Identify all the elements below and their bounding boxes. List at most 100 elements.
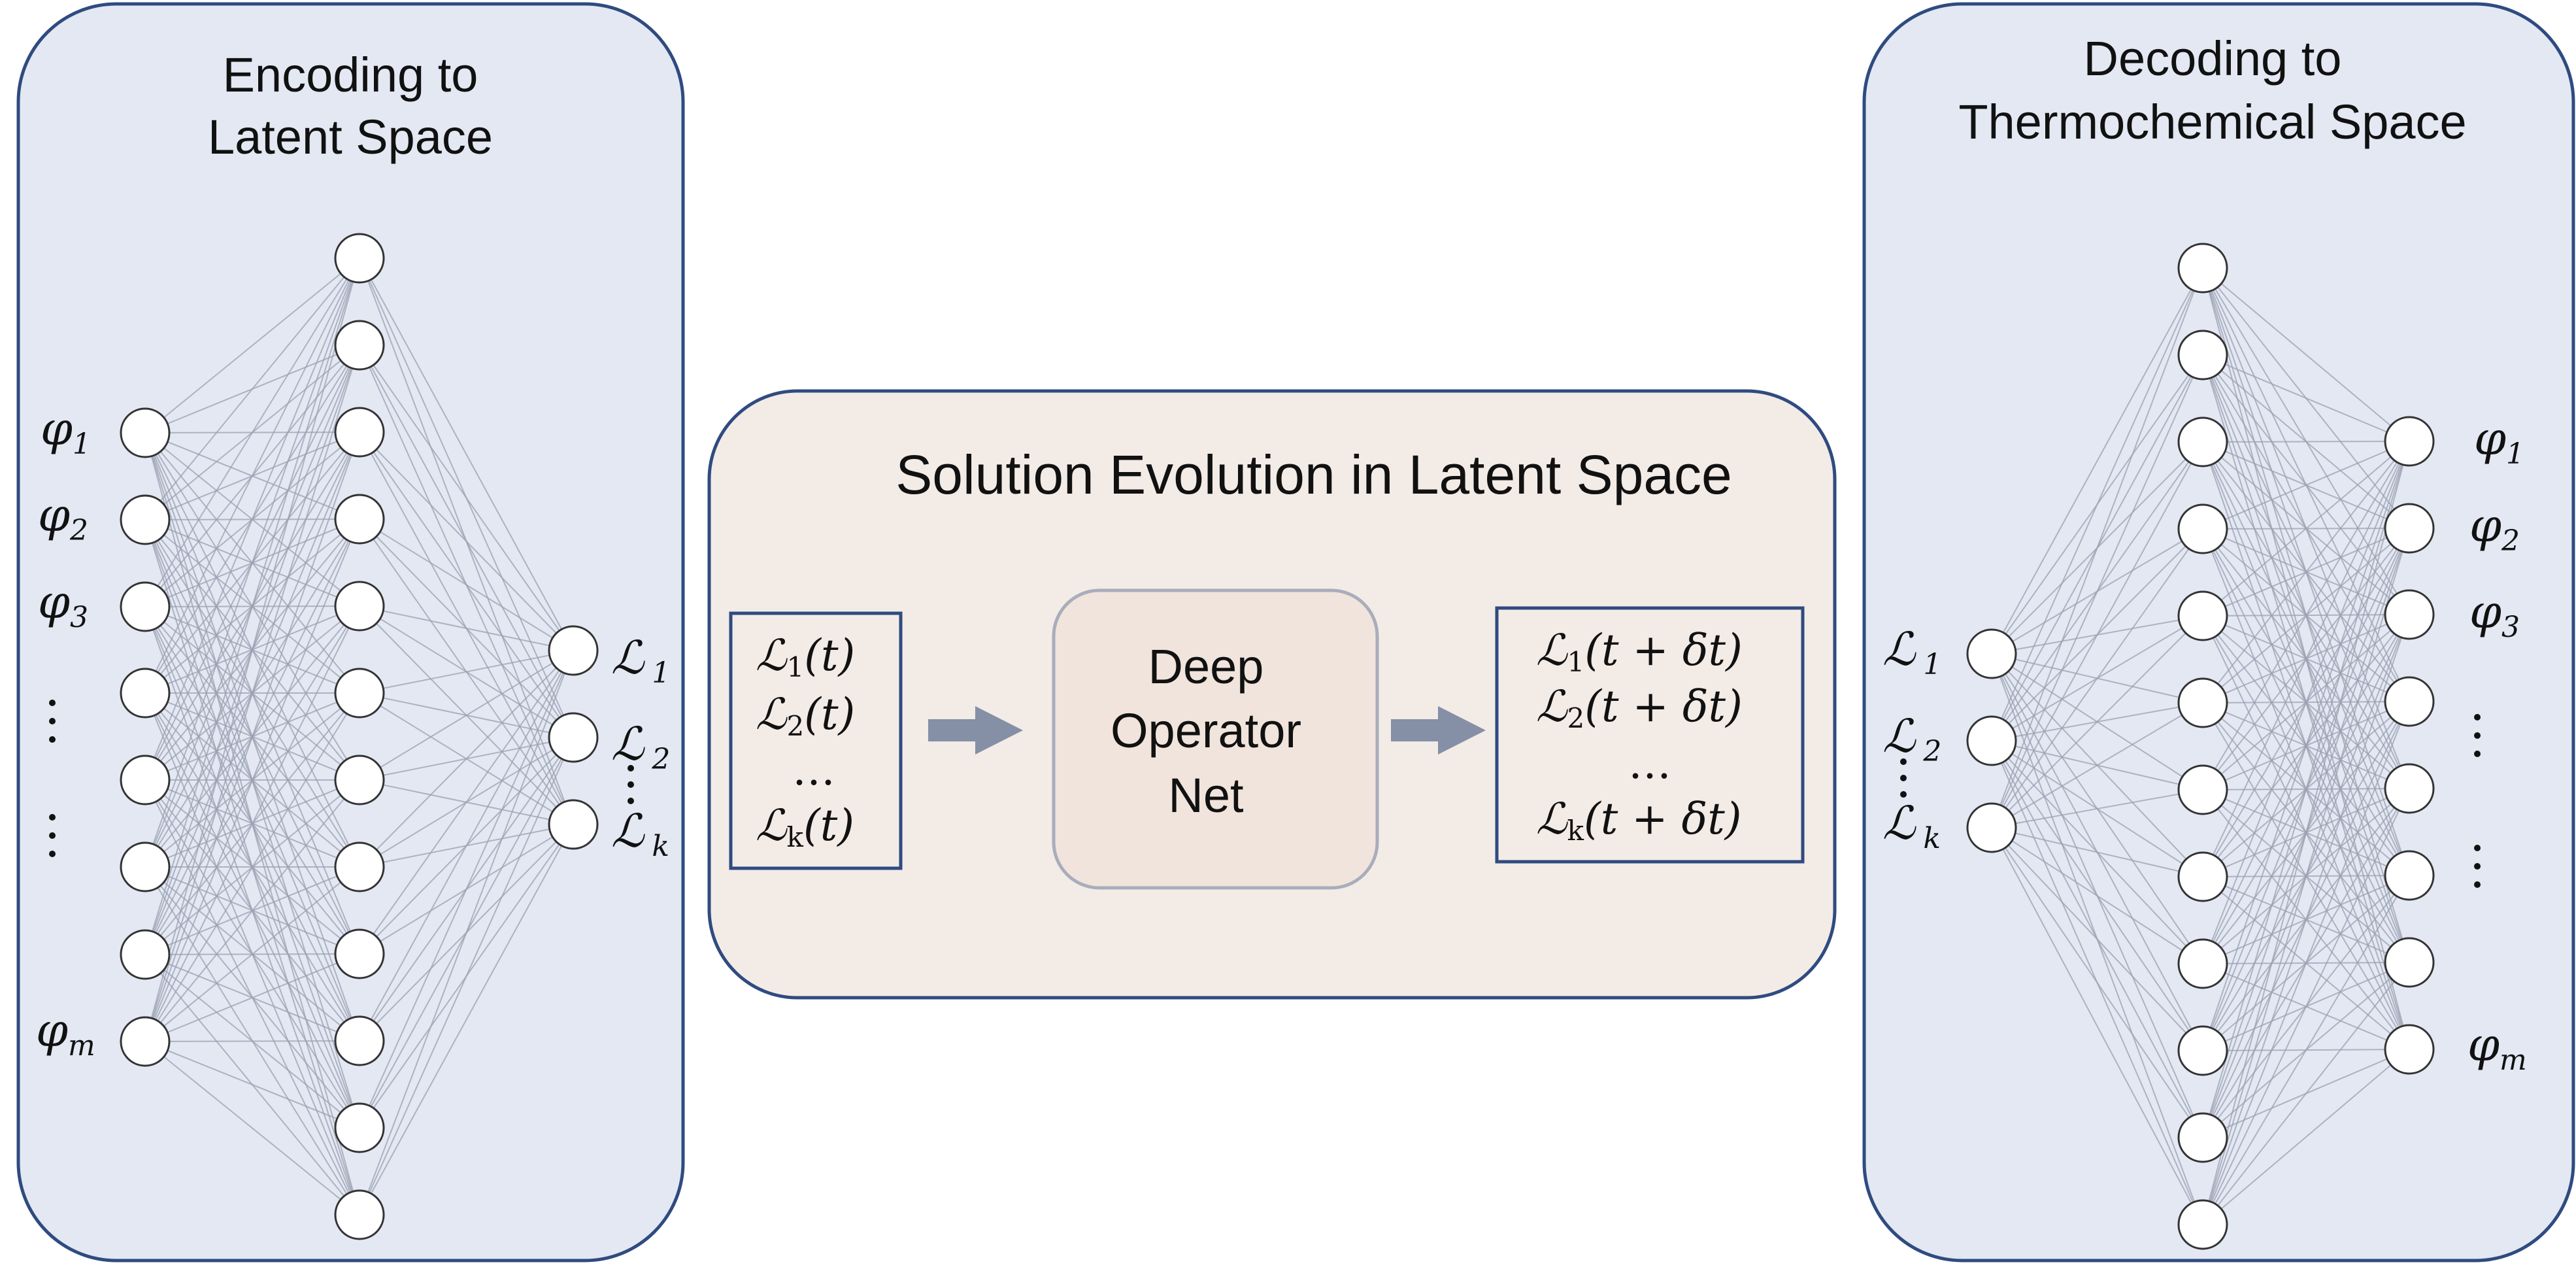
decoder-node-l2-n12 xyxy=(2177,1199,2228,1250)
decoder-connection xyxy=(1991,827,2203,877)
encoder-node-l2-n8 xyxy=(334,841,385,892)
decoder-node-l2-n5 xyxy=(2177,590,2228,641)
encoder-connection xyxy=(144,953,360,1042)
encoder-connection xyxy=(359,650,574,1215)
decoder-connection xyxy=(2202,441,2410,877)
encoder-node-l3-n3 xyxy=(548,799,599,850)
decoder-connection xyxy=(1991,827,2203,1138)
decoder-node-l2-n11 xyxy=(2177,1112,2228,1163)
decoder-connection xyxy=(2202,441,2410,1051)
encoder-connection xyxy=(144,258,360,1042)
encoder-connection xyxy=(144,258,360,955)
decoder-connection xyxy=(1991,267,2203,828)
deep-operator-net-box xyxy=(1052,588,1379,890)
decoder-node-l2-n8 xyxy=(2177,851,2228,902)
encoder-connection xyxy=(359,258,574,651)
decoder-connection xyxy=(2202,441,2410,1225)
decoder-node-l2-n1 xyxy=(2177,243,2228,294)
input-state-box xyxy=(729,611,903,870)
decoder-node-l3-n7 xyxy=(2384,937,2435,988)
encoder-connection xyxy=(359,605,574,651)
encoder-node-l2-n12 xyxy=(334,1189,385,1240)
decoder-node-l1-n3 xyxy=(1966,802,2017,853)
arrow-right-icon xyxy=(928,706,1023,754)
decoder-connection xyxy=(1991,702,2203,828)
output-state-list: ℒ1(t + δt) ℒ2(t + δt) … ℒk(t + δt) xyxy=(1536,625,1743,847)
encoder-nodes xyxy=(120,233,599,1240)
decoder-output-label-m: φm xyxy=(2467,1018,2527,1077)
decoder-node-l1-n2 xyxy=(1966,715,2017,766)
decoder-connection xyxy=(1991,528,2203,828)
encoder-node-l1-n7 xyxy=(120,929,171,980)
input-state-ellipsis: … xyxy=(792,745,835,795)
decoder-title-line2: Thermochemical Space xyxy=(1958,95,2466,149)
encoder-connection xyxy=(144,779,360,1042)
encoder-connection xyxy=(144,605,360,1042)
encoder-node-l2-n6 xyxy=(334,668,385,719)
encoder-connection xyxy=(359,737,574,1215)
encoder-node-l1-n6 xyxy=(120,841,171,892)
encoder-node-l1-n3 xyxy=(120,581,171,632)
encoder-connection xyxy=(144,258,360,607)
decoder-connection xyxy=(1991,267,2203,654)
decoder-connection xyxy=(2202,1049,2410,1225)
encoder-node-l3-n2 xyxy=(548,712,599,763)
decoder-connection xyxy=(1991,827,2203,1051)
encoder-connection xyxy=(359,824,574,1215)
decoder-connection xyxy=(2202,875,2410,1225)
encoder-title-line2: Latent Space xyxy=(208,110,493,164)
encoder-node-l2-n1 xyxy=(334,233,385,284)
encoder-connection xyxy=(144,692,360,1042)
decoder-connection xyxy=(1991,789,2203,828)
decoder-nodes xyxy=(1966,243,2435,1250)
encoder-input-ellipsis xyxy=(49,700,56,857)
output-state-2: ℒ2(t + δt) xyxy=(1536,681,1743,734)
decoder-connection xyxy=(1991,827,2203,1225)
decoder-output-label-3: φ3 xyxy=(2469,585,2520,644)
input-state-1: ℒ1(t) xyxy=(756,630,855,683)
decoder-node-l2-n9 xyxy=(2177,938,2228,989)
output-state-ellipsis: … xyxy=(1628,738,1671,788)
encoder-connection xyxy=(359,650,574,694)
encoder-connection xyxy=(144,432,360,1042)
decoder-node-l3-n3 xyxy=(2384,589,2435,640)
encoder-connection xyxy=(144,258,360,868)
encoder-connection xyxy=(144,866,360,1042)
decoder-connection xyxy=(1991,615,2203,828)
encoder-connection xyxy=(144,1041,360,1128)
decoder-node-l3-n8 xyxy=(2384,1024,2435,1075)
decoder-node-l3-n6 xyxy=(2384,850,2435,901)
decoder-connection xyxy=(2202,441,2410,703)
decoder-node-l2-n6 xyxy=(2177,677,2228,728)
decoder-connection xyxy=(2202,962,2410,1225)
decoder-node-l2-n2 xyxy=(2177,330,2228,381)
encoder-node-l3-n1 xyxy=(548,625,599,676)
decoder-node-l2-n7 xyxy=(2177,764,2228,815)
decoder-connection xyxy=(2202,441,2410,617)
decoder-connection xyxy=(1991,827,2203,964)
arrow-right-icon xyxy=(1391,706,1486,754)
encoder-connection xyxy=(144,258,360,520)
output-state-1: ℒ1(t + δt) xyxy=(1536,625,1743,678)
decoder-node-l3-n4 xyxy=(2384,676,2435,727)
operator-label-line3: Net xyxy=(1168,768,1244,822)
encoder-connection xyxy=(359,345,574,651)
decoder-node-l3-n5 xyxy=(2384,763,2435,814)
decoder-connection xyxy=(1991,441,2203,828)
encoder-node-l2-n9 xyxy=(334,928,385,979)
decoder-node-l2-n4 xyxy=(2177,503,2228,554)
encoder-title-line1: Encoding to xyxy=(223,48,478,102)
decoder-node-l1-n1 xyxy=(1966,628,2017,679)
encoder-node-l1-n2 xyxy=(120,494,171,545)
decoder-connection xyxy=(2202,441,2410,1138)
encoder-input-label-1: φ1 xyxy=(41,402,91,461)
encoder-node-l2-n2 xyxy=(334,320,385,371)
encoder-connection xyxy=(144,518,360,1042)
decoder-edges xyxy=(1991,267,2410,1225)
